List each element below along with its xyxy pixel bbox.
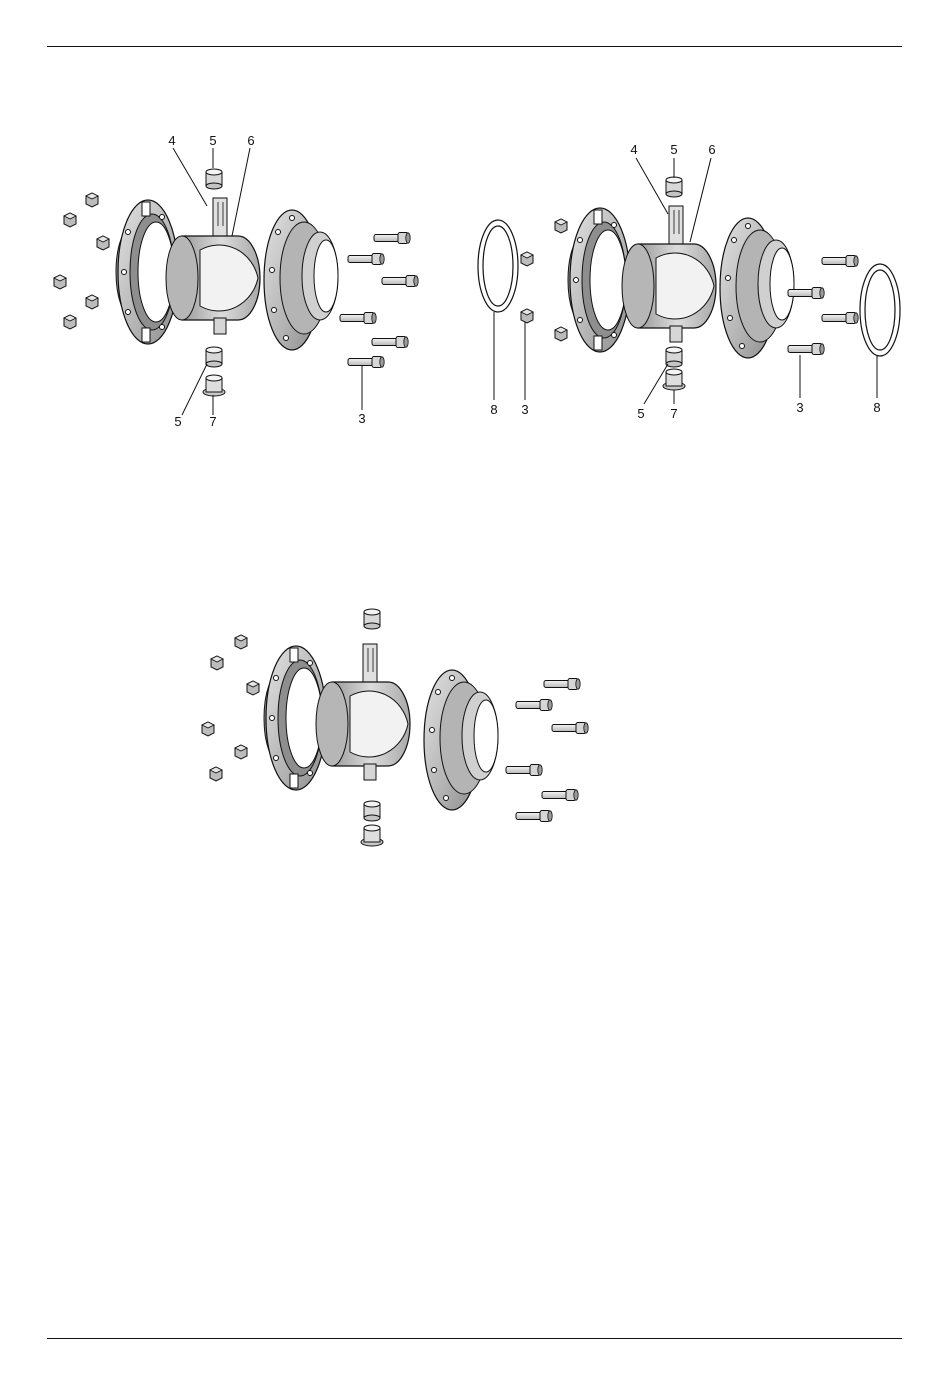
ball-with-stem bbox=[622, 206, 716, 342]
nut bbox=[235, 745, 247, 759]
bushing-top bbox=[206, 169, 222, 189]
callout-5: 5 bbox=[670, 142, 677, 157]
callout-4: 4 bbox=[168, 133, 175, 148]
callout-8: 8 bbox=[490, 402, 497, 417]
cap-screw bbox=[374, 233, 410, 244]
nut bbox=[97, 236, 109, 250]
cap-screw bbox=[552, 723, 588, 734]
nut bbox=[247, 681, 259, 695]
callout-7: 7 bbox=[670, 406, 677, 421]
nut bbox=[521, 309, 533, 323]
nut bbox=[235, 635, 247, 649]
nut bbox=[86, 193, 98, 207]
nut bbox=[210, 767, 222, 781]
callout-3: 3 bbox=[521, 402, 528, 417]
cap-screw bbox=[516, 811, 552, 822]
diagram-left: 4 5 6 5 7 3 bbox=[54, 133, 418, 429]
nut bbox=[211, 656, 223, 670]
nut bbox=[555, 327, 567, 341]
leader-line bbox=[636, 158, 668, 214]
cap-screw bbox=[788, 288, 824, 299]
cap-screw bbox=[544, 679, 580, 690]
callout-6: 6 bbox=[247, 133, 254, 148]
gasket-ring bbox=[860, 264, 900, 356]
callout-3: 3 bbox=[796, 400, 803, 415]
cap-screw bbox=[516, 700, 552, 711]
nut bbox=[202, 722, 214, 736]
callout-5: 5 bbox=[209, 133, 216, 148]
flange-right bbox=[264, 210, 338, 350]
nut bbox=[86, 295, 98, 309]
nut bbox=[64, 213, 76, 227]
callout-5: 5 bbox=[174, 414, 181, 429]
bushing-top bbox=[364, 609, 380, 629]
flange-right bbox=[720, 218, 794, 358]
nut bbox=[555, 219, 567, 233]
cap-screw bbox=[340, 313, 376, 324]
nut bbox=[521, 252, 533, 266]
callout-6: 6 bbox=[708, 142, 715, 157]
cap-screw bbox=[822, 256, 858, 267]
leader-line bbox=[690, 158, 711, 242]
leader-line bbox=[182, 364, 207, 415]
bushing-bottom bbox=[666, 347, 682, 367]
cap-screw bbox=[788, 344, 824, 355]
ball-with-stem bbox=[316, 644, 410, 780]
callout-3: 3 bbox=[358, 411, 365, 426]
diagram-bottom bbox=[202, 609, 588, 846]
flanged-bushing bbox=[203, 375, 225, 396]
callout-7: 7 bbox=[209, 414, 216, 429]
nut bbox=[64, 315, 76, 329]
callout-8: 8 bbox=[873, 400, 880, 415]
gasket-ring bbox=[478, 220, 518, 312]
cap-screw bbox=[822, 313, 858, 324]
cap-screw bbox=[382, 276, 418, 287]
cap-screw bbox=[348, 254, 384, 265]
cap-screw bbox=[506, 765, 542, 776]
callout-5: 5 bbox=[637, 406, 644, 421]
flange-left bbox=[568, 208, 630, 352]
cap-screw bbox=[372, 337, 408, 348]
bushing-bottom bbox=[364, 801, 380, 821]
leader-line bbox=[173, 148, 207, 206]
bushing-top bbox=[666, 177, 682, 197]
diagram-right: 4 5 6 8 3 5 7 3 8 bbox=[478, 142, 900, 421]
flange-right bbox=[424, 670, 498, 810]
bushing-bottom bbox=[206, 347, 222, 367]
cap-screw bbox=[542, 790, 578, 801]
cap-screw bbox=[348, 357, 384, 368]
flanged-bushing bbox=[361, 825, 383, 846]
ball-with-stem bbox=[166, 198, 260, 334]
flanged-bushing bbox=[663, 369, 685, 390]
leader-line bbox=[232, 148, 250, 236]
callout-4: 4 bbox=[630, 142, 637, 157]
nut bbox=[54, 275, 66, 289]
